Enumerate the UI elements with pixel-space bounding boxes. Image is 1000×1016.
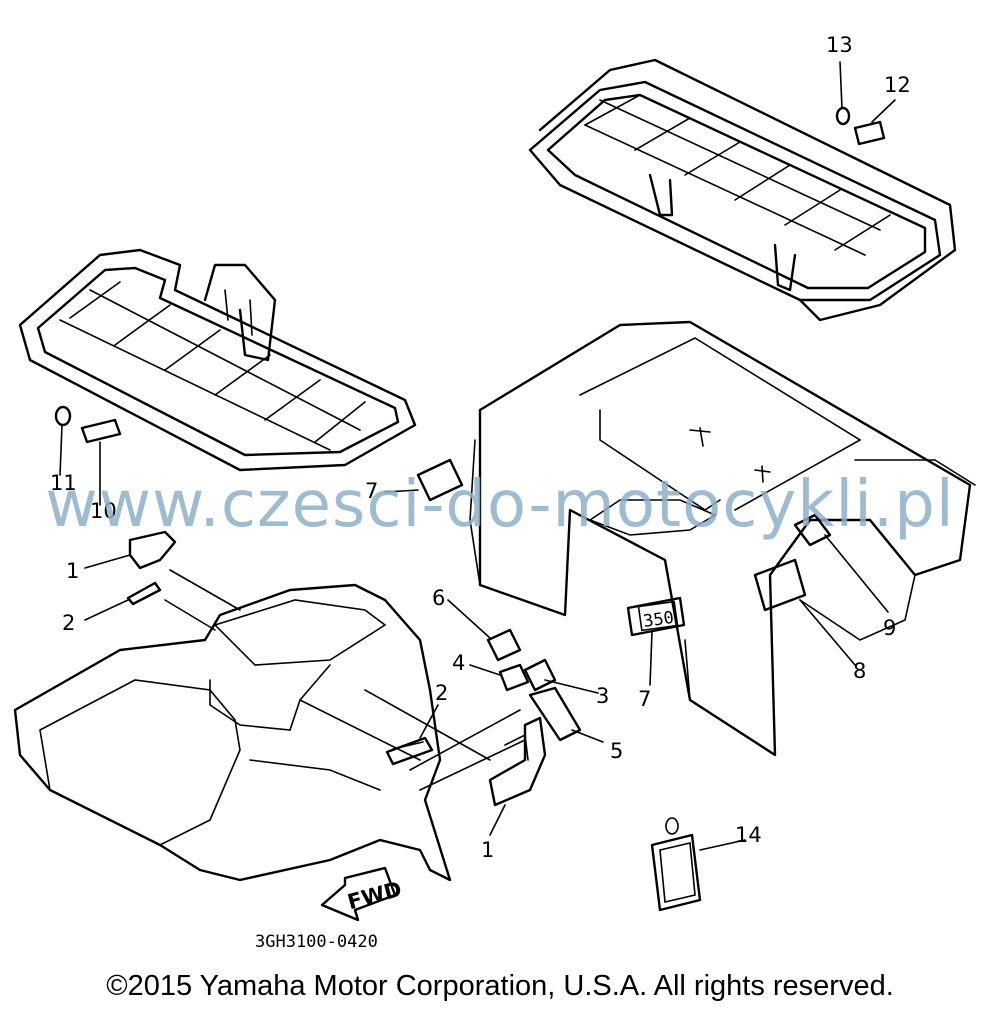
decal-5 (528, 686, 582, 742)
callout-8: 8 (853, 659, 866, 683)
decal-7-upper (416, 458, 464, 502)
fwd-label: FWD (345, 877, 404, 914)
callout-1-lower: 1 (481, 838, 494, 862)
copyright-notice: ©2015 Yamaha Motor Corporation, U.S.A. A… (106, 970, 894, 1002)
callout-12: 12 (884, 73, 911, 97)
decal-12 (853, 120, 886, 146)
decal-2-upper (126, 581, 162, 606)
leader-lines (59, 61, 896, 851)
decal-9 (793, 513, 832, 547)
callout-11: 11 (50, 471, 77, 495)
callout-6: 6 (432, 586, 445, 610)
rear-carrier (528, 58, 957, 322)
decal-2-lower (385, 736, 434, 766)
callout-1-upper: 1 (66, 559, 79, 583)
decal-4 (498, 663, 530, 692)
callout-5: 5 (610, 739, 623, 763)
callout-13: 13 (826, 33, 853, 57)
callout-3: 3 (596, 684, 609, 708)
decal-1-lower (488, 716, 547, 807)
callout-7-lower: 7 (638, 687, 651, 711)
decal-11 (54, 405, 72, 427)
callout-7-upper: 7 (365, 479, 378, 503)
decal-6 (486, 628, 522, 662)
emblem-text: 350 (642, 608, 675, 632)
front-carrier (18, 248, 417, 472)
decal-8 (753, 558, 807, 612)
rear-fender (469, 320, 976, 757)
callout-2-upper: 2 (62, 611, 75, 635)
callout-9: 9 (883, 616, 896, 640)
decal-3 (523, 658, 557, 692)
callout-4: 4 (452, 651, 465, 675)
decal-7-lower-emblem (626, 596, 686, 637)
front-fender (13, 583, 452, 882)
decal-10 (80, 418, 122, 444)
drawing-code: 3GH3100-0420 (255, 932, 378, 952)
decal-14-tag (650, 817, 702, 912)
callout-10: 10 (90, 499, 117, 523)
callout-14: 14 (735, 823, 762, 847)
forward-arrow: FWD (320, 866, 404, 922)
watermark-url: www.czesci-do-motocykli.pl (45, 468, 955, 542)
decal-13 (835, 106, 851, 126)
callout-numbers: 1 2 2 1 3 4 5 6 7 7 8 9 10 11 12 13 14 (50, 33, 911, 862)
callout-2-lower: 2 (435, 681, 448, 705)
